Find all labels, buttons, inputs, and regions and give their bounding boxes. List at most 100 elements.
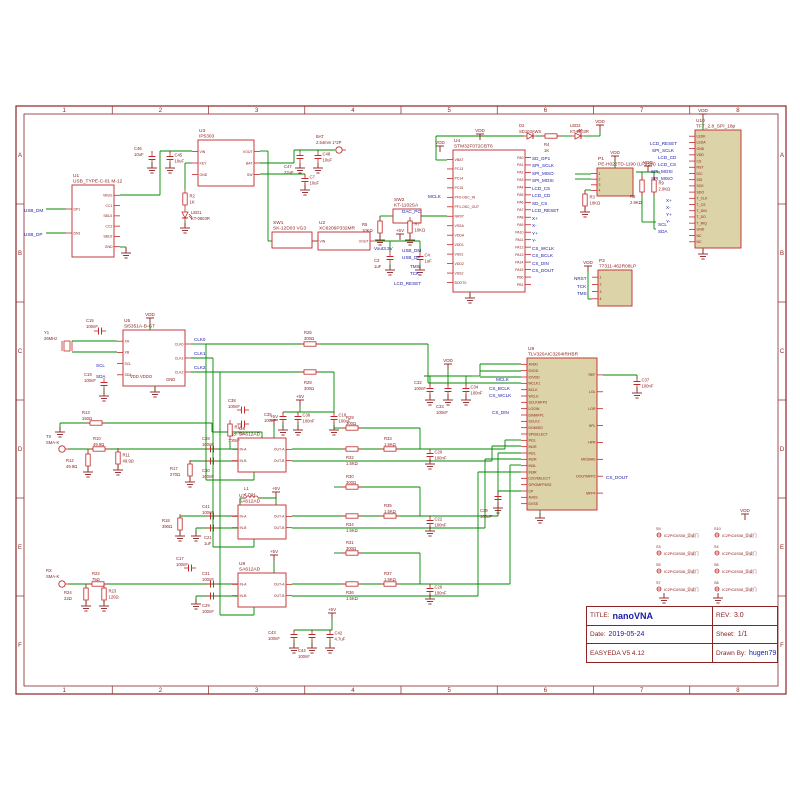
schematic-title: nanoVNA (612, 610, 654, 621)
netlabel-LCD_CS: LCD_CS (532, 186, 550, 191)
part-val-C42: 4.7uF (335, 637, 346, 642)
sheet-cell: Sheet: 1/1 (712, 625, 777, 644)
netlabel-LCD_RESET: LCD_RESET (394, 281, 421, 286)
part-ref-R16: R16 (235, 425, 243, 430)
pin-name: CLK0 (175, 342, 184, 346)
frame-col-label: 6 (544, 688, 548, 694)
power-flag-VDD: VDD (740, 508, 750, 513)
frame-row-label: E (18, 545, 22, 551)
netlabel-Y-: Y- (532, 238, 537, 243)
part-ref-R17: R17 (170, 466, 178, 471)
resistor-R7 (407, 220, 413, 234)
netlabel-SPI_MOSI: SPI_MOSI (532, 178, 554, 183)
ic-P1 (596, 167, 634, 197)
part-ref-D2: D2 (519, 123, 525, 128)
netlabel-CS_DIN: CS_DIN (532, 261, 549, 266)
pin-name: PA4 (517, 186, 523, 190)
pin-name: IN2R (529, 458, 537, 462)
power-flag-+5V: +5V (270, 414, 279, 419)
part-val-R36: 1.5KΩ (346, 596, 358, 601)
resistor-R24 (83, 587, 89, 601)
frame-row-label: F (18, 643, 22, 649)
part-ref-C43: C43 (268, 630, 276, 635)
resistor-R32 (345, 446, 359, 452)
pin-name: LDO/SELECT (529, 477, 552, 481)
power-flag-VDD: VDD (595, 119, 605, 124)
part-val-D2: SD103AWS (519, 129, 541, 134)
resistor-R22 (91, 581, 105, 587)
netlabel-LCD_RESET: LCD_RESET (532, 208, 559, 213)
pin-name: REF (589, 373, 596, 377)
part-val-C15: 100nF (86, 324, 98, 329)
part-ref-L1: L1 (244, 486, 249, 491)
netlabel-X-: X- (666, 205, 671, 210)
part-val-R28: 300Ω (304, 386, 314, 391)
netlabel-SPI_MISO: SPI_MISO (651, 176, 673, 181)
pin-name: OUT-A (274, 448, 285, 452)
date-value: 2019-05-24 (608, 631, 645, 638)
power-flag-+5V: +5V (328, 607, 337, 612)
part-ref-C47: C47 (284, 164, 292, 169)
pin-name: PF0-OSC_IN (455, 196, 476, 200)
part-val-C38: 100nF (228, 404, 240, 409)
ic-ref-U9: U9 (528, 346, 534, 352)
pin-name: DP1 (74, 207, 81, 211)
misc-text: GND (166, 377, 175, 382)
ic-val-P1: PE-H022TD-1190 (LF)(SN) (598, 162, 656, 168)
power-flag-VDD: VDD (583, 260, 593, 265)
resistor-R35 (383, 513, 397, 519)
frame-col-label: 3 (255, 108, 259, 114)
part-ref-C36: C36 (303, 413, 311, 418)
part-ref-C32: C32 (414, 380, 422, 385)
part-val-R29: 300Ω (346, 421, 356, 426)
frame-col-label: 1 (62, 108, 66, 114)
part-ref-C17: C17 (176, 556, 184, 561)
pin-name: SBU2 (103, 235, 112, 239)
netlabel-TCK: TCK (577, 284, 587, 289)
pin-name: VBUS (103, 194, 113, 198)
part-val-R22: 75Ω (92, 577, 100, 582)
pin-name: VSS1 (455, 252, 464, 256)
screw-ref-S8: S8 (714, 581, 719, 585)
pin-name: IN2L (529, 451, 536, 455)
part-val-C44: 100nF (298, 654, 310, 659)
part-val-R4: 1K (544, 148, 549, 153)
drawn-by-label: Drawn By: (716, 649, 746, 657)
pin-name: DVDD (529, 369, 539, 373)
pin-name: PA10 (515, 231, 523, 235)
pin-name: LOR (588, 407, 596, 411)
power-flag-VDD: VDD (443, 358, 453, 363)
pin-name: T_IRQ (697, 221, 708, 225)
part-ref-R8: R8 (630, 194, 636, 199)
pin-name: IN-A (240, 515, 248, 519)
pin-name: SPISELECT (529, 432, 549, 436)
pin-name: T_DO (697, 215, 707, 219)
part-ref-C31: C31 (202, 571, 210, 576)
pin-name: SDI (697, 178, 703, 182)
pin-name: GND (697, 147, 705, 151)
pin-name: BCLK (529, 388, 539, 392)
part-ref-R34: R34 (346, 522, 354, 527)
frame-row-label: E (780, 545, 784, 551)
frame-col-label: 8 (736, 688, 740, 694)
pin-name: SDO (697, 190, 705, 194)
pin-name: 2 (599, 178, 601, 182)
part-val-R23: 120Ω (109, 595, 119, 600)
rev-label: REV: (716, 612, 731, 620)
part-ref-C20: C20 (435, 450, 443, 455)
ic-ref-U8: U8 (239, 561, 245, 567)
pin-name: NC (697, 240, 703, 244)
pin-name: 1 (599, 172, 601, 176)
resistor-R2 (182, 192, 188, 206)
resistor-R33 (383, 446, 397, 452)
ic-ref-U4: U4 (454, 138, 460, 144)
part-ref-LED1: LED1 (191, 210, 202, 215)
part-ref-R3: R3 (590, 195, 596, 200)
netlabel-X-: X- (532, 223, 537, 228)
pin-name: IN3L (529, 464, 536, 468)
resistor-R31 (345, 550, 359, 556)
resistor-R26 (303, 341, 317, 347)
resistor-R17 (187, 463, 193, 477)
part-ref-C21: C21 (204, 535, 212, 540)
netlabel-Y+: Y+ (532, 231, 538, 236)
